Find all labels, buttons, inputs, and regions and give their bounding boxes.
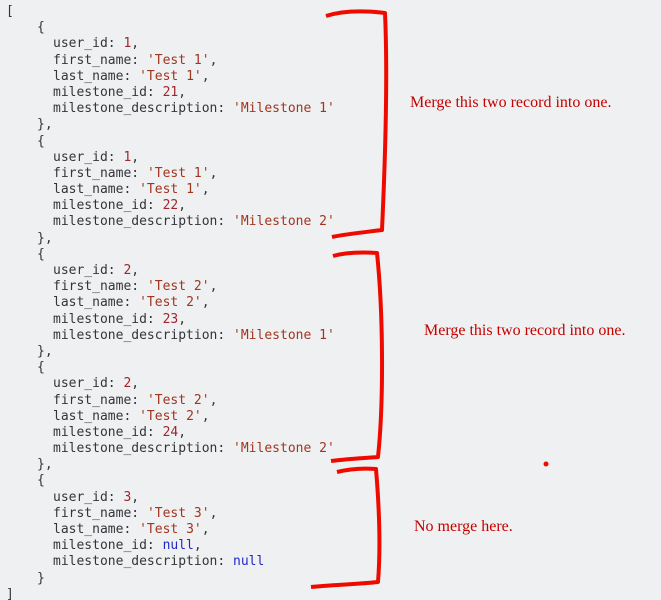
code-line: milestone_description: null: [53, 554, 265, 570]
code-line: milestone_description: 'Milestone 1': [53, 101, 335, 117]
code-line: }: [37, 570, 45, 586]
code-line: },: [37, 117, 53, 133]
code-line: first_name: 'Test 3',: [53, 505, 218, 521]
code-line: last_name: 'Test 2',: [53, 295, 210, 311]
annotation-merge-label-2: Merge this two record into one.: [424, 322, 626, 339]
code-line: last_name: 'Test 3',: [53, 522, 210, 537]
code-line: {: [37, 133, 45, 149]
code-line: milestone_id: 21,: [53, 84, 187, 100]
code-line: ]: [6, 586, 14, 600]
code-line: first_name: 'Test 2',: [53, 392, 218, 408]
code-line: last_name: 'Test 1',: [53, 182, 210, 198]
code-line: milestone_id: 22,: [53, 198, 187, 214]
code-line: milestone_id: 24,: [53, 424, 187, 440]
annotation-merge-label-1: Merge this two record into one.: [410, 94, 612, 111]
code-line: user_id: 1,: [53, 149, 140, 165]
code-line: first_name: 'Test 1',: [53, 52, 218, 68]
code-block: [{user_id: 1,first_name: 'Test 1',last_n…: [6, 4, 335, 600]
annotation-no-merge-label: No merge here.: [414, 518, 513, 535]
code-line: {: [37, 246, 45, 262]
code-line: [: [6, 4, 14, 19]
code-line: {: [37, 20, 45, 36]
code-line: last_name: 'Test 1',: [53, 68, 210, 84]
code-line: {: [37, 360, 45, 376]
code-line: user_id: 1,: [53, 36, 140, 52]
merge-bracket-2: [330, 250, 385, 463]
code-line: {: [37, 473, 45, 489]
code-line: milestone_description: 'Milestone 1': [53, 327, 335, 343]
code-line: user_id: 2,: [53, 376, 140, 392]
code-line: last_name: 'Test 2',: [53, 408, 210, 424]
code-line: milestone_description: 'Milestone 2': [53, 441, 335, 457]
code-line: milestone_description: 'Milestone 2': [53, 214, 335, 230]
code-line: first_name: 'Test 1',: [53, 165, 218, 181]
code-line: user_id: 3,: [53, 489, 140, 505]
code-line: },: [37, 457, 53, 473]
code-line: },: [37, 343, 53, 359]
merge-bracket-1: [325, 9, 389, 239]
code-line: user_id: 2,: [53, 263, 140, 278]
code-line: first_name: 'Test 2',: [53, 279, 218, 295]
code-line: milestone_id: 23,: [53, 311, 187, 327]
stray-dot-annotation: [543, 461, 549, 467]
code-line: },: [37, 230, 53, 246]
code-line: milestone_id: null,: [53, 538, 202, 554]
